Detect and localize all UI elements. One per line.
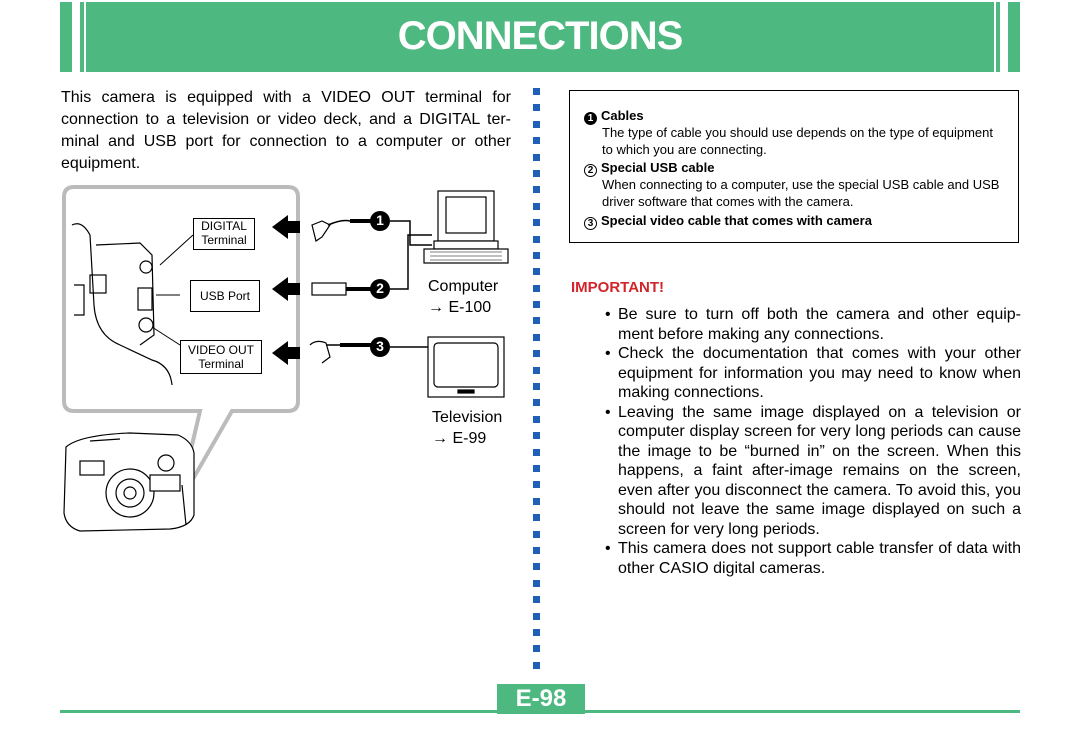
television-page-ref: → E-99 [432, 428, 502, 449]
cable-2 [311, 282, 380, 296]
computer-page-ref: → E-100 [428, 297, 498, 318]
cable-1 [311, 219, 380, 242]
video-out-terminal-label: VIDEO OUT Terminal [180, 340, 262, 374]
bullet-item: Be sure to turn off both the camera and … [603, 305, 1021, 344]
computer-ref-text: E-100 [448, 299, 492, 316]
leader-lines [151, 234, 194, 346]
arrow-right-icon: → [428, 299, 444, 316]
item-number: 3 [584, 217, 597, 230]
header-stripe [994, 2, 996, 72]
header-banner: CONNECTIONS [60, 2, 1020, 72]
video-label-line1: VIDEO OUT [187, 343, 254, 357]
connection-illustration [62, 185, 509, 532]
cable-item-2: 2 Special USB cable [584, 159, 714, 177]
television-name: Television [432, 409, 503, 426]
item-title: Special video cable that comes with came… [601, 213, 872, 228]
cable-number-3: 3 [376, 338, 384, 354]
page-number-box [497, 684, 585, 714]
item-number: 2 [584, 164, 597, 177]
bullet-item: This camera does not support cable trans… [603, 539, 1021, 578]
header-stripe [1000, 2, 1008, 72]
device-lines [390, 220, 432, 348]
digital-terminal-label: DIGITAL Terminal [193, 218, 255, 250]
cable-item-1: 1 Cables [584, 107, 644, 125]
important-bullets: Be sure to turn off both the camera and … [603, 305, 1021, 578]
item-number: 1 [584, 112, 597, 125]
usb-label-text: USB Port [199, 289, 250, 303]
camera-side-sketch [71, 223, 173, 386]
page-number: E-98 [515, 685, 567, 712]
computer-label: Computer → E-100 [428, 276, 498, 318]
digital-label-line2: Terminal [201, 233, 247, 247]
television-label: Television → E-99 [432, 407, 502, 449]
cable-number-badges [370, 211, 390, 357]
arrow-right-icon: → [432, 430, 448, 447]
connection-diagram: DIGITAL Terminal USB Port VIDEO OUT Term… [60, 185, 520, 535]
cable-item-1-desc: The type of cable you should use depends… [602, 125, 993, 157]
television-illustration [427, 336, 505, 398]
television-ref-text: E-99 [452, 430, 487, 447]
important-heading: IMPORTANT! [571, 279, 665, 296]
usb-port-label: USB Port [190, 280, 260, 312]
item-title: Cables [601, 108, 644, 123]
port-arrows [272, 215, 300, 365]
cable-item-3: 3 Special video cable that comes with cam… [584, 212, 872, 230]
bullet-item: Leaving the same image displayed on a te… [603, 403, 1021, 540]
camera-front-illustration [63, 432, 195, 532]
digital-label-line1: DIGITAL [201, 219, 247, 233]
computer-name: Computer [428, 278, 499, 295]
cables-info-box: 1 Cables The type of cable you should use… [569, 90, 1019, 243]
page-title: CONNECTIONS [397, 14, 684, 58]
intro-paragraph: This camera is equipped with a VIDEO OUT… [61, 89, 511, 172]
cable-number-1: 1 [376, 212, 384, 228]
cable-item-2-desc: When connecting to a computer, use the s… [602, 177, 1000, 209]
cable-3 [309, 340, 380, 364]
video-label-line2: Terminal [198, 357, 244, 371]
column-divider [533, 88, 543, 678]
item-title: Special USB cable [601, 160, 715, 175]
header-stripe [84, 2, 86, 72]
computer-illustration [423, 190, 509, 264]
cable-number-2: 2 [376, 280, 384, 296]
bullet-item: Check the documentation that comes with … [603, 344, 1021, 403]
header-stripe [72, 2, 80, 72]
